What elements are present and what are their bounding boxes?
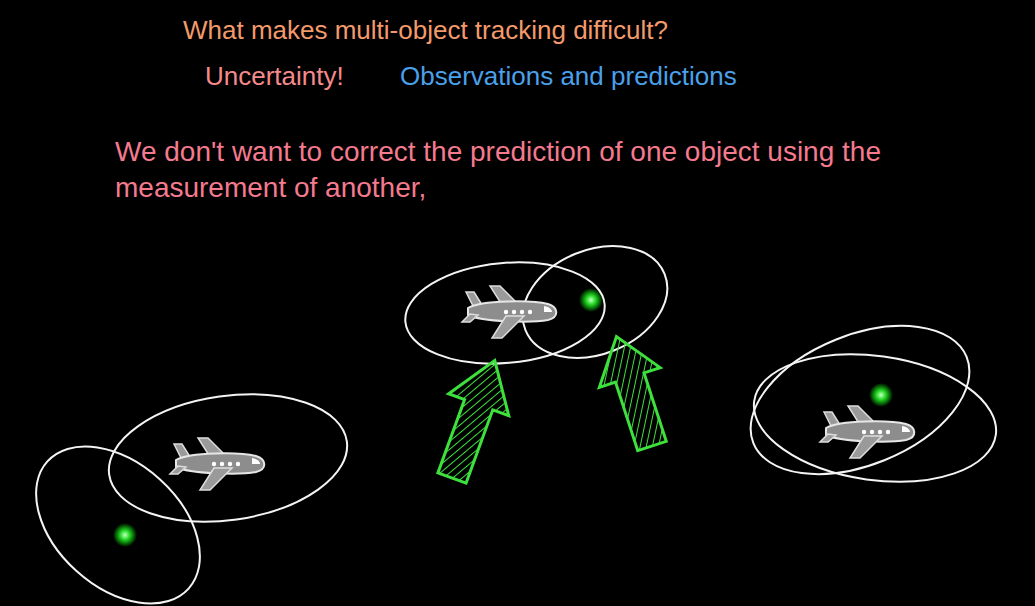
emphasis-label: Uncertainty! — [205, 60, 344, 94]
uncertainty-ellipse — [401, 254, 609, 371]
title: What makes multi-object tracking difficu… — [183, 14, 668, 48]
uncertainty-ellipse — [746, 340, 1005, 497]
uncertainty-ellipse — [6, 415, 230, 606]
topic-label: Observations and predictions — [400, 60, 737, 94]
measurement-dot — [113, 523, 137, 547]
measurement-dot — [869, 383, 893, 407]
airplane — [462, 286, 556, 338]
airplane — [170, 438, 264, 490]
measurement-dot — [579, 288, 603, 312]
green-arrow — [586, 327, 682, 456]
airplane — [820, 406, 914, 458]
green-arrow — [422, 350, 525, 489]
uncertainty-ellipse — [729, 297, 991, 504]
uncertainty-ellipse — [101, 380, 356, 536]
note-text: We don't want to correct the prediction … — [115, 134, 915, 207]
